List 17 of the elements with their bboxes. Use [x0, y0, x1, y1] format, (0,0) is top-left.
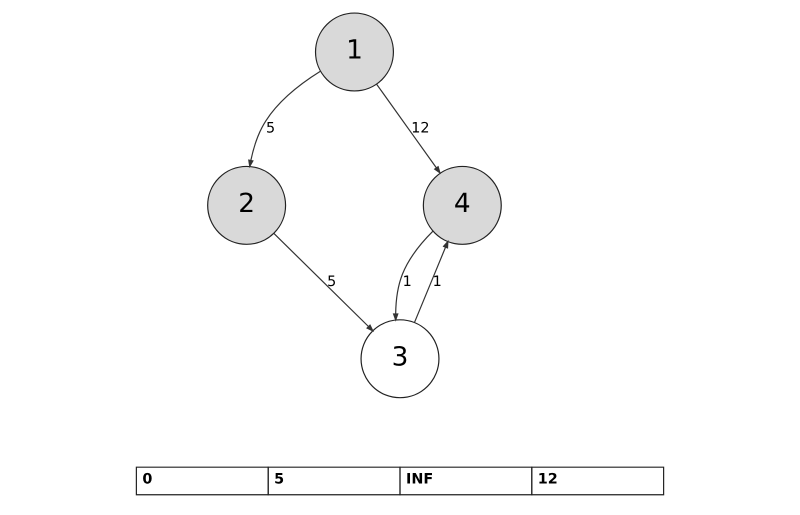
edge-label: 5	[327, 274, 336, 290]
edge-label: 12	[411, 120, 430, 136]
arrow	[392, 230, 434, 322]
arrow	[248, 70, 321, 168]
edge-label: 5	[266, 120, 276, 136]
arrow	[414, 240, 449, 322]
label: 12	[538, 471, 558, 488]
label: 0	[142, 471, 152, 488]
node-circle: 3	[360, 319, 440, 398]
node-circle: 2	[207, 166, 286, 245]
edge-label: 1	[432, 274, 442, 290]
label: 5	[274, 471, 284, 488]
label: INF	[406, 471, 434, 488]
edge-label: 1	[402, 274, 412, 290]
node-circle: 1	[314, 12, 394, 92]
arrow	[274, 233, 374, 332]
arrow	[376, 84, 441, 174]
